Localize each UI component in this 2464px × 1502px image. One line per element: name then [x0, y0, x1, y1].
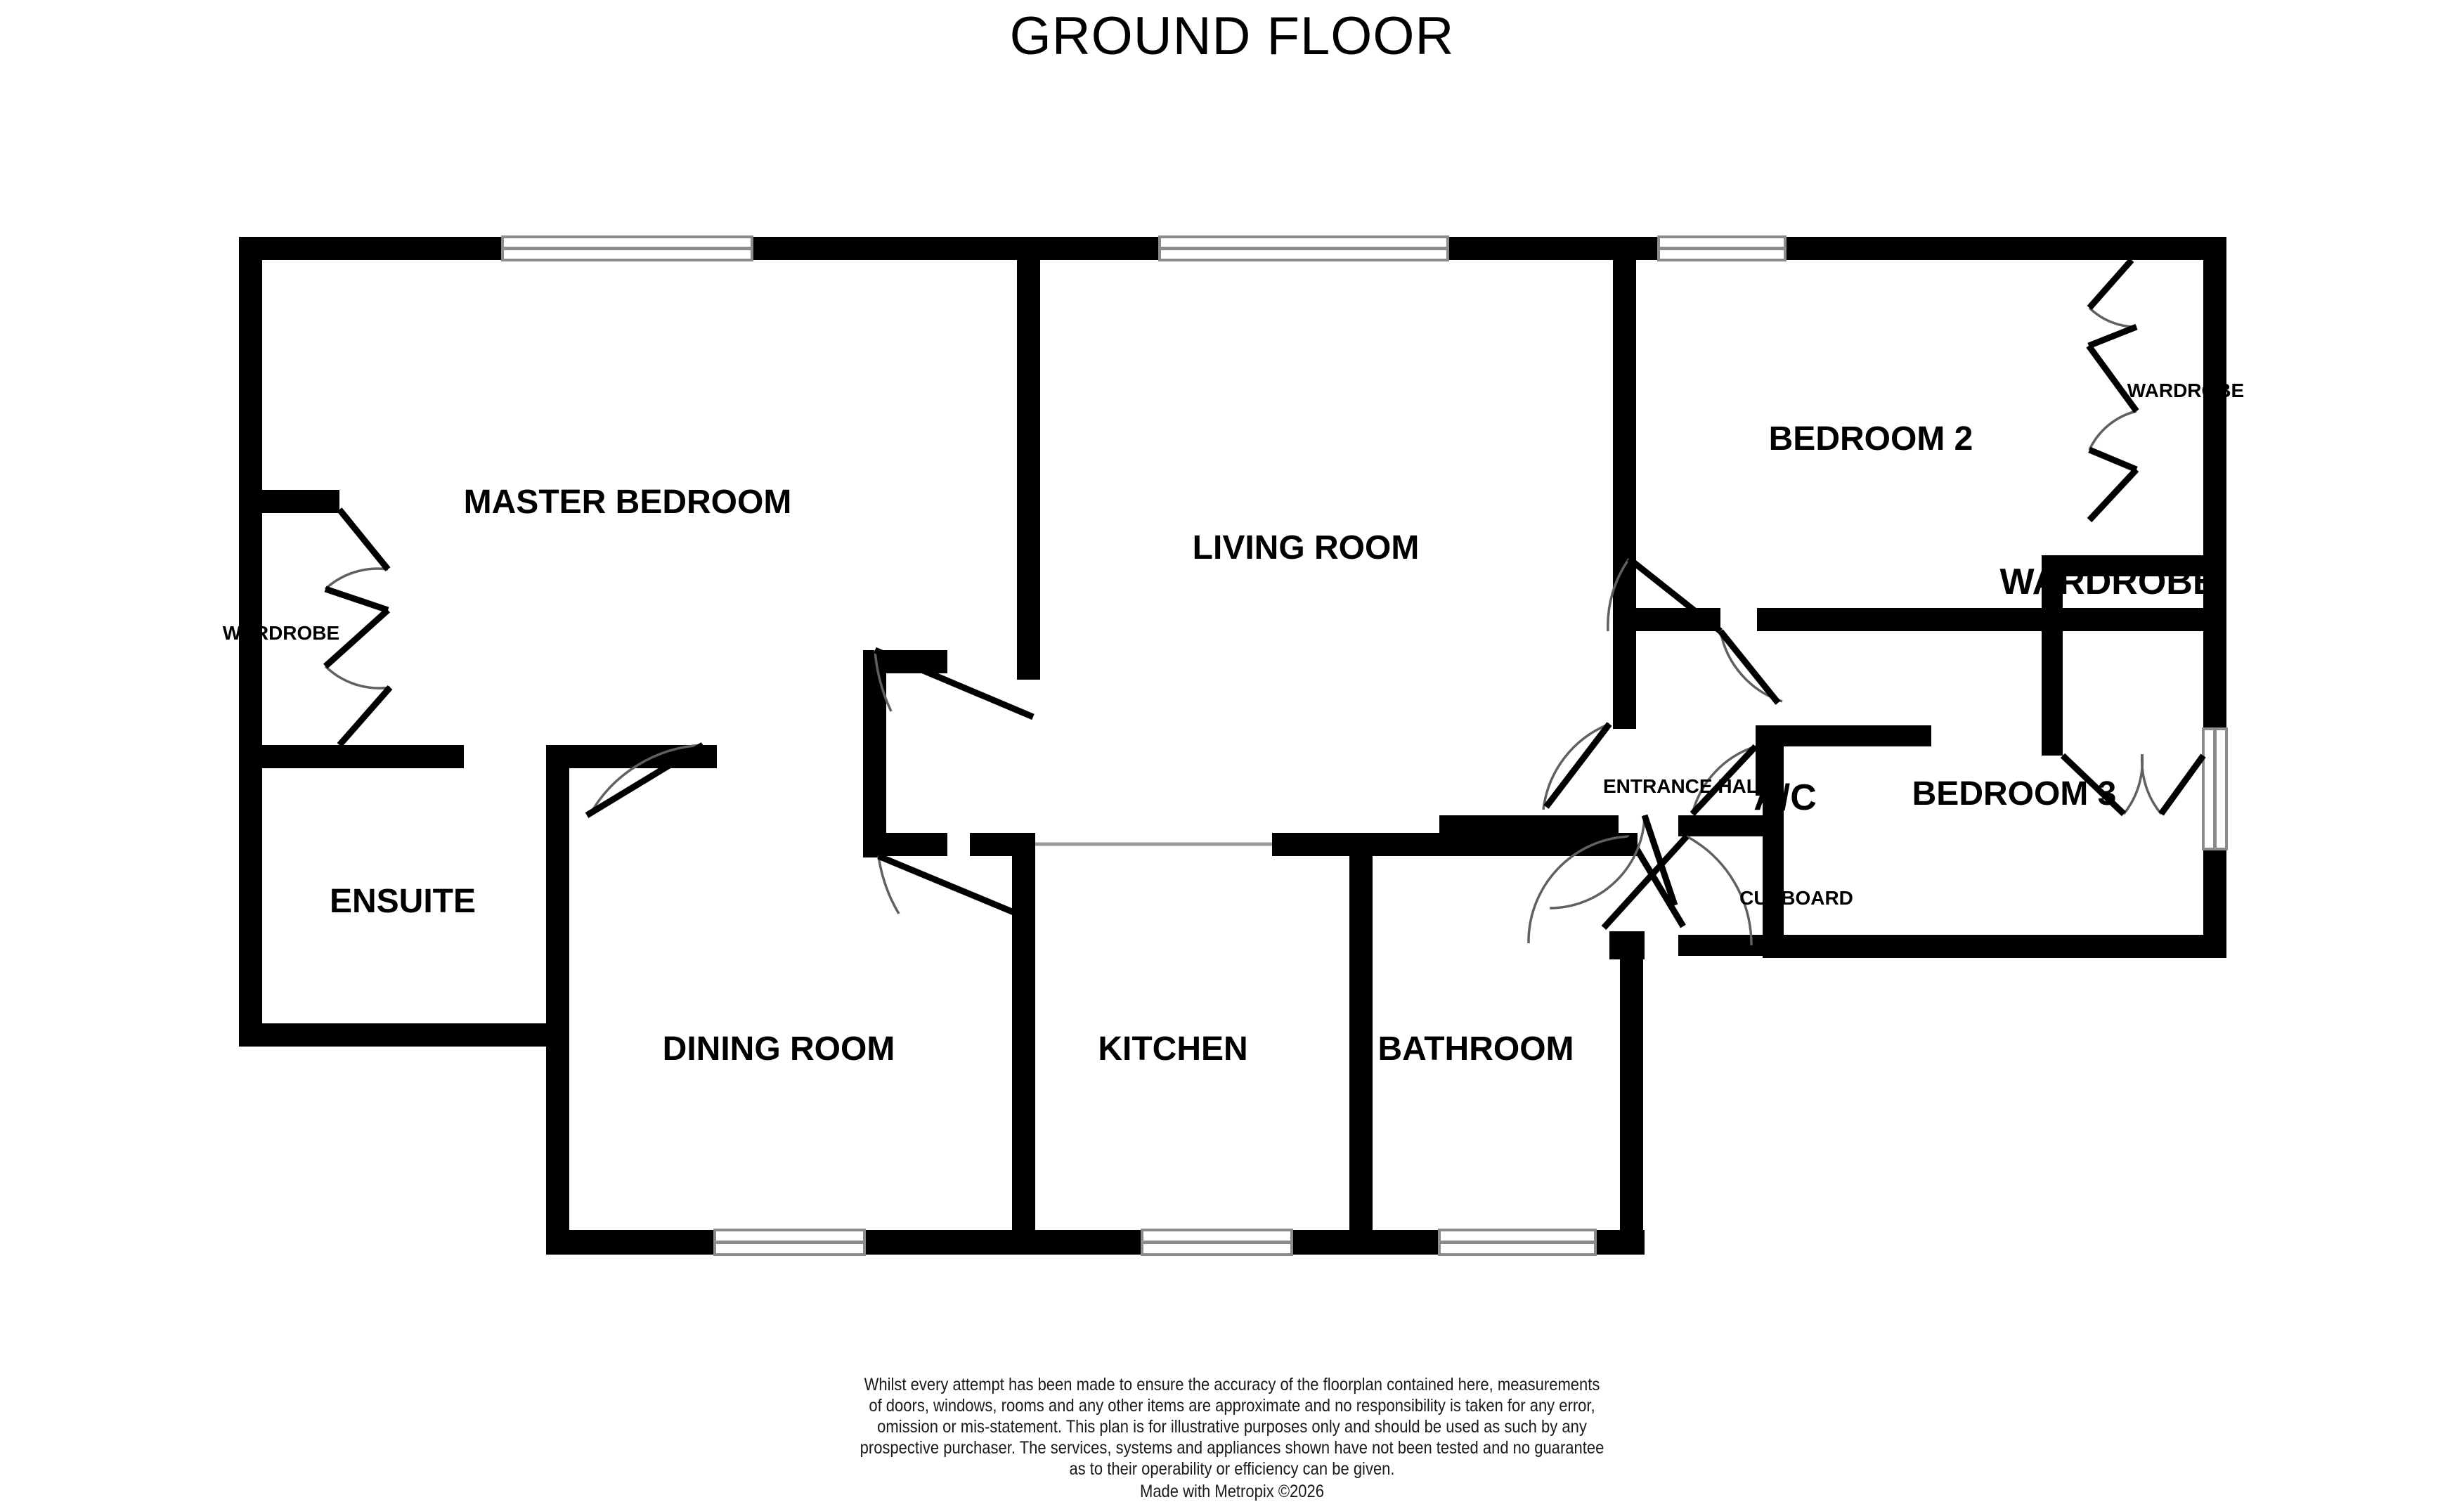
door-hall-entry-arc — [1549, 815, 1646, 909]
disclaimer-line-3: omission or mis-statement. This plan is … — [877, 1417, 1587, 1437]
wall-outer-bottom-a — [546, 1230, 715, 1255]
wall-living-left-upper — [863, 650, 886, 857]
door-cupboard[interactable] — [1601, 834, 1690, 931]
wall-master-ensuite-wall — [239, 745, 464, 768]
disclaimer-line-4: prospective purchaser. The services, sys… — [860, 1438, 1604, 1458]
disclaimer-line-2: of doors, windows, rooms and any other i… — [869, 1396, 1595, 1416]
door-ensuite-arc — [589, 744, 703, 815]
door-hall-living-arc — [1542, 723, 1610, 810]
wall-bedroom3-bottom — [1763, 935, 2226, 958]
door-bed2-wardrobe-1a-arc — [2088, 306, 2137, 328]
door-bed3-wardrobe-right-arc — [2140, 753, 2163, 815]
room-label-bedroom-2: BEDROOM 2 — [1769, 420, 1973, 458]
door-ac-arc — [1691, 745, 1756, 815]
disclaimer-line-5: as to their operability or efficiency ca… — [1069, 1459, 1395, 1479]
door-master-living-arc — [874, 649, 893, 712]
door-dining-living-arc — [877, 855, 900, 914]
door-bathroom-arc — [1527, 835, 1630, 944]
room-label-bedroom-3: BEDROOM 3 — [1912, 775, 2117, 812]
disclaimer-line-1: Whilst every attempt has been made to en… — [864, 1375, 1600, 1394]
walls-layer — [239, 237, 2226, 1255]
wall-bathroom-right — [1620, 935, 1643, 1248]
doors-layer — [323, 258, 2206, 946]
wall-outer-bottom-b — [864, 1230, 1142, 1255]
door-bedroom2[interactable] — [1627, 556, 1723, 634]
door-bed3-wardrobe-left-arc — [2122, 753, 2144, 815]
door-ensuite[interactable] — [585, 742, 705, 818]
wall-cupboard-bottom — [1678, 935, 1784, 956]
wall-cupboard-top — [1678, 815, 1784, 836]
door-bed3-wardrobe-left[interactable] — [2060, 753, 2127, 817]
door-master-wardrobe-1b[interactable] — [324, 585, 389, 614]
door-master-wardrobe-2a[interactable] — [323, 607, 391, 669]
room-labels-layer: MASTER BEDROOM LIVING ROOM BEDROOM 2 BEDROO… — [223, 380, 2244, 1068]
room-label-kitchen: KITCHEN — [1098, 1030, 1247, 1068]
door-master-wardrobe-2a-arc — [324, 665, 391, 690]
door-master-wardrobe-2b[interactable] — [337, 685, 393, 747]
room-label-entrance-hall: ENTRANCE HALL — [1603, 775, 1770, 797]
door-bedroom2-arc — [1607, 557, 1630, 632]
wall-kitchen-right — [1349, 850, 1373, 1248]
wall-living-right-wall — [1613, 237, 1636, 729]
page-title: GROUND FLOOR — [1009, 6, 1455, 66]
wall-wardrobe-bed3-top — [2042, 555, 2226, 576]
door-bedroom3[interactable] — [1718, 629, 1781, 705]
room-label-dining-room: DINING ROOM — [663, 1030, 895, 1068]
door-master-wardrobe-1a-arc — [324, 567, 389, 590]
room-label-wardrobe-bed2: WARDROBE — [2127, 380, 2244, 401]
wall-living-left-stub-b — [863, 833, 947, 856]
credit-line: Made with Metropix ©2026 — [1139, 1482, 1324, 1501]
door-bathroom[interactable] — [1626, 834, 1686, 928]
wall-ensuite-bottom — [239, 1023, 569, 1047]
door-bed2-wardrobe-2c[interactable] — [2087, 467, 2139, 523]
wall-master-ensuite-wall2 — [555, 745, 717, 768]
wall-wardrobe-master-top — [262, 490, 339, 513]
wall-dining-left — [546, 745, 569, 1237]
door-master-living[interactable] — [874, 647, 1035, 720]
wall-outer-right-upper — [2203, 237, 2226, 729]
room-label-cupboard: CUPBOARD — [1739, 887, 1853, 909]
wall-hall-entry-stub — [1609, 931, 1645, 959]
door-bed2-wardrobe-2a-arc — [2088, 410, 2137, 451]
wall-bed2-bed3-wall — [1757, 608, 2207, 631]
door-hall-living[interactable] — [1543, 722, 1612, 809]
room-label-bathroom: BATHROOM — [1377, 1030, 1574, 1068]
door-master-wardrobe-1a[interactable] — [337, 507, 391, 571]
wall-outer-top-right — [1785, 237, 2226, 260]
wall-outer-top-mid-a — [752, 237, 1160, 260]
room-label-ensuite: ENSUITE — [330, 883, 476, 920]
wall-hall-bottom-left — [1439, 815, 1619, 836]
wall-master-right-wall — [1017, 237, 1040, 680]
door-cupboard-arc — [1686, 835, 1753, 946]
door-dining-living[interactable] — [877, 853, 1022, 919]
wall-wardrobe-bed3-left — [2042, 555, 2063, 756]
wall-outer-left — [239, 237, 262, 1047]
room-label-living-room: LIVING ROOM — [1193, 529, 1420, 567]
wall-outer-top-left — [239, 237, 502, 260]
room-label-wardrobe-master: WARDROBE — [223, 622, 339, 644]
door-ac[interactable] — [1690, 744, 1758, 817]
door-bed2-wardrobe-2b[interactable] — [2088, 446, 2138, 473]
door-bed2-wardrobe-2a[interactable] — [2086, 344, 2139, 413]
room-label-wardrobe-bed3: WARDROBE — [1999, 562, 2217, 602]
windows-layer — [501, 235, 2228, 1256]
door-bed3-wardrobe-right[interactable] — [2158, 753, 2206, 816]
door-bed2-wardrobe-1a[interactable] — [2087, 258, 2134, 310]
wall-ac-top-wall — [1756, 725, 1931, 746]
door-hall-entry[interactable] — [1641, 814, 1678, 907]
disclaimer-text: Whilst every attempt has been made to en… — [148, 1374, 2316, 1502]
room-label-master-bedroom: MASTER BEDROOM — [464, 484, 792, 521]
room-label-air-conditioning: A/C — [1753, 777, 1817, 818]
door-bed2-wardrobe-1b[interactable] — [2087, 323, 2138, 349]
